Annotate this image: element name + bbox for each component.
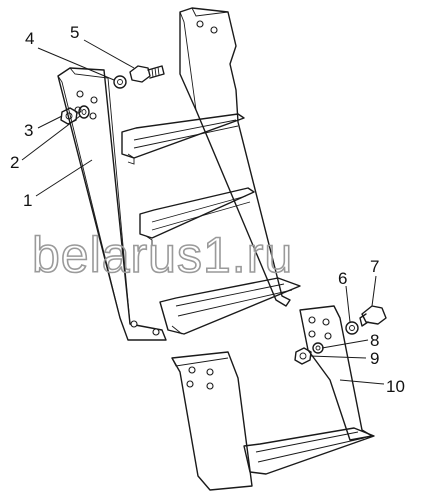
callout-9: 9 xyxy=(370,349,379,368)
step-1 xyxy=(121,113,245,165)
callout-7: 7 xyxy=(370,257,379,276)
callout-5: 5 xyxy=(70,23,79,42)
step-3 xyxy=(159,277,301,335)
callout-6: 6 xyxy=(338,269,347,288)
lower-rear-plate xyxy=(299,305,373,441)
callout-labels: 4 5 3 2 1 6 7 8 9 10 xyxy=(10,23,405,396)
callout-3: 3 xyxy=(24,121,33,140)
callout-4: 4 xyxy=(25,29,34,48)
nut-part-3 xyxy=(60,107,78,125)
bolt-part-5 xyxy=(129,65,165,83)
washer-part-4 xyxy=(113,75,127,89)
washer-part-6 xyxy=(345,321,359,335)
callout-10: 10 xyxy=(386,377,405,396)
ladder-upper-section xyxy=(57,7,301,341)
step-2 xyxy=(139,187,255,246)
ladder-lower-section xyxy=(171,305,375,491)
watermark-text: belarus1.ru xyxy=(32,227,293,283)
callout-2: 2 xyxy=(10,153,19,172)
bolt-part-7 xyxy=(359,305,387,327)
leader-lines xyxy=(21,39,385,385)
lower-front-plate xyxy=(171,351,253,491)
callout-1: 1 xyxy=(23,191,32,210)
left-stringer xyxy=(57,67,167,341)
right-stringer xyxy=(179,7,291,307)
nut-part-9 xyxy=(294,347,312,365)
washer-part-2 xyxy=(78,105,90,119)
callout-8: 8 xyxy=(370,331,379,350)
washer-part-8 xyxy=(312,342,324,354)
lower-step-tread xyxy=(243,427,375,475)
